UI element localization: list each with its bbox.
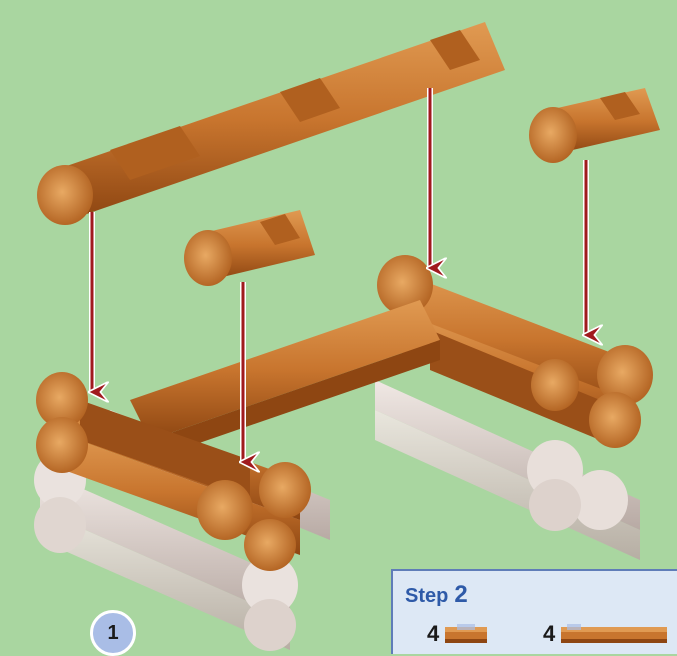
short-log-middle [184,210,315,286]
short-log-right [529,88,660,163]
step-number: 2 [454,581,467,608]
part-quantity: 4 [543,621,555,647]
step-label: Step [405,585,448,607]
parts-list-item: 4 [427,621,487,647]
callout-number-badge: 1 [90,610,136,656]
step-heading: Step 2 [405,581,468,609]
step-panel: Step 2 4 4 [391,569,677,654]
parts-list-item: 4 [543,621,667,647]
short-notched-log-icon [445,624,487,644]
long-log-icon [561,624,667,644]
part-quantity: 4 [427,621,439,647]
callout-number: 1 [107,622,118,645]
long-top-log [37,22,505,225]
